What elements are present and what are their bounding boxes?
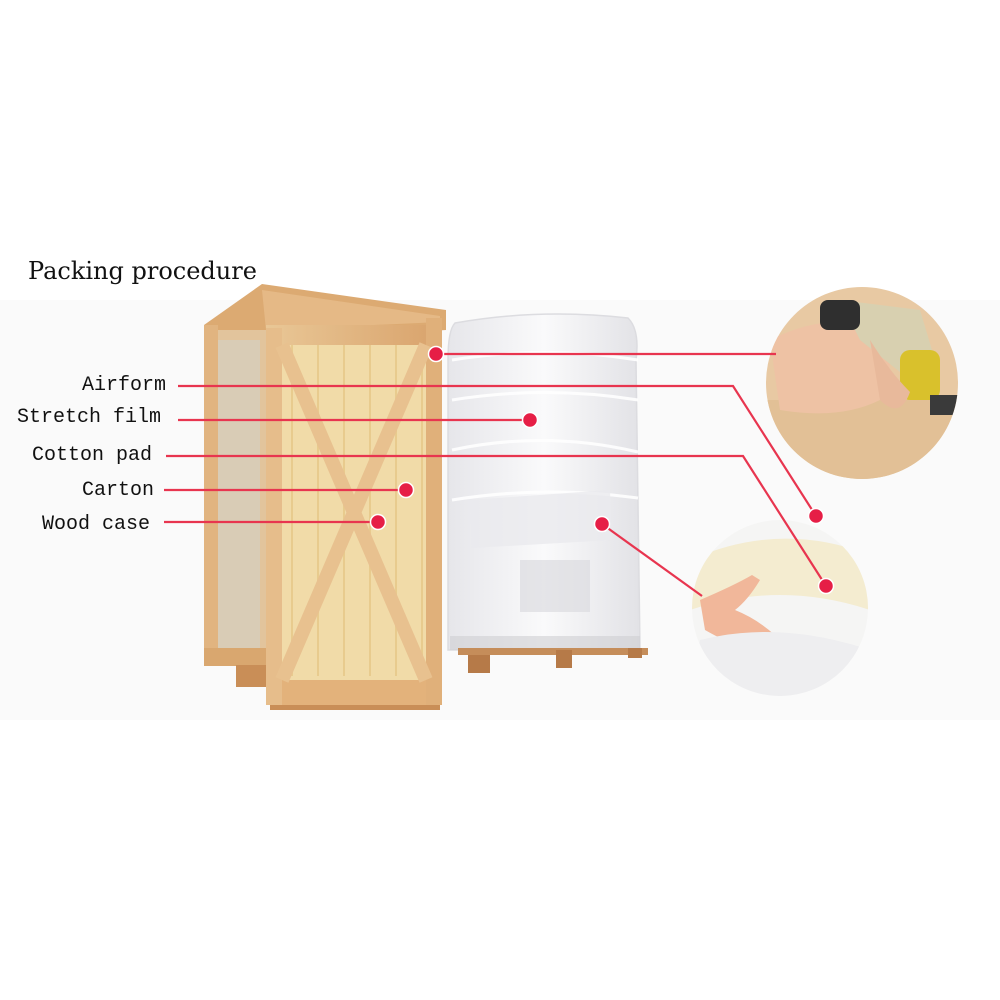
leader-line-film-pallet — [601, 523, 703, 597]
label-cotton-pad: Cotton pad — [32, 444, 152, 467]
label-wood-case: Wood case — [42, 513, 150, 536]
marker-dot — [817, 577, 835, 595]
page-title: Packing procedure — [28, 257, 257, 285]
marker-dot — [369, 513, 387, 531]
leader-lines — [164, 352, 827, 597]
nailing-photo — [766, 287, 958, 479]
leader-line-cotton-pad — [166, 454, 827, 587]
leader-line-airform — [178, 384, 817, 517]
label-airform: Airform — [82, 374, 166, 397]
marker-dot — [397, 481, 415, 499]
wrapped-pallet — [447, 313, 648, 673]
wood-crate — [204, 284, 446, 710]
marker-dot — [593, 515, 611, 533]
cotton-pad-photo — [692, 520, 868, 696]
marker-dot — [521, 411, 539, 429]
label-carton: Carton — [82, 479, 154, 502]
marker-dot — [807, 507, 825, 525]
markers — [369, 345, 835, 595]
label-stretch-film: Stretch film — [17, 406, 161, 429]
marker-dot — [427, 345, 445, 363]
